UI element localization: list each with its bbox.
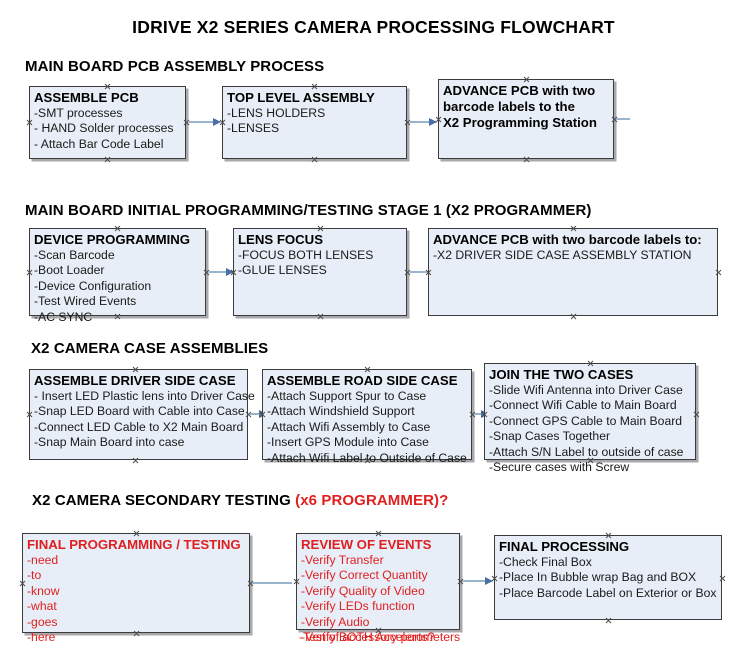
box-title: ADVANCE PCB with two barcode labels to: (433, 232, 702, 247)
page-title: IDRIVE X2 SERIES CAMERA PROCESSING FLOWC… (132, 17, 615, 37)
box-title: LENS FOCUS (238, 232, 323, 247)
box-line: -Boot Loader (34, 263, 105, 278)
section-heading-main-board-initial-programming: MAIN BOARD INITIAL PROGRAMMING/TESTING S… (25, 202, 592, 219)
box-line: -X2 DRIVER SIDE CASE ASSEMBLY STATION (433, 248, 692, 262)
process-box-assemble-road-side-case[interactable]: ASSEMBLE ROAD SIDE CASE -Attach Support … (262, 369, 472, 465)
box-line: -Place In Bubble wrap Bag and BOX (499, 570, 697, 585)
section-heading-text: X2 CAMERA CASE ASSEMBLIES (31, 340, 269, 357)
box-line: -Verify Correct Quantity (301, 568, 428, 583)
process-box-top-level-assembly[interactable]: TOP LEVEL ASSEMBLY -LENS HOLDERS -LENSES (222, 86, 407, 159)
box-title: ADVANCE PCB with two (443, 83, 596, 98)
process-box-assemble-driver-side-case[interactable]: ASSEMBLE DRIVER SIDE CASE - Insert LED P… (29, 369, 255, 460)
arrow-assemble-pcb-to-top-level-assembly (189, 117, 221, 126)
process-box-lens-focus[interactable]: LENS FOCUS -FOCUS BOTH LENSES -GLUE LENS… (233, 228, 407, 316)
box-line: -Attach Support Spur to Case (267, 389, 427, 403)
box-line: -AC SYNC (34, 309, 93, 324)
box-line: -Attach S/N Label to outside of case (489, 444, 684, 459)
process-box-device-programming[interactable]: DEVICE PROGRAMMING -Scan Barcode -Boot L… (29, 228, 206, 324)
box-line: -Snap LED Board with Cable into Case (34, 404, 245, 419)
box-line: -Place Barcode Label on Exterior or Box (499, 585, 717, 600)
box-line: -Device Configuration (34, 278, 152, 293)
box-line: -Attach Wifi Assembly to Case (267, 419, 431, 434)
section-heading-x2-camera-case-assemblies: X2 CAMERA CASE ASSEMBLIES (31, 340, 268, 357)
box-line: -Connect GPS Cable to Main Board (489, 413, 683, 428)
box-line: - HAND Solder processes (34, 121, 174, 136)
box-line: -Connect LED Cable to X2 Main Board (34, 419, 244, 434)
box-line: -goes (27, 614, 58, 629)
box-line: -LENS HOLDERS (227, 106, 326, 120)
box-line: -what (27, 599, 57, 614)
box-line: -Scan Barcode (34, 248, 115, 262)
section-heading-main-board-pcb-assembly: MAIN BOARD PCB ASSEMBLY PROCESS (25, 58, 324, 75)
box-title: ASSEMBLE ROAD SIDE CASE (267, 373, 458, 388)
process-box-advance-pcb-programming-station[interactable]: ADVANCE PCB with two barcode labels to t… (438, 79, 614, 159)
process-box-final-processing[interactable]: FINAL PROCESSING -Check Final Box -Place… (494, 535, 722, 620)
section-heading-text: MAIN BOARD INITIAL PROGRAMMING/TESTING S… (25, 202, 592, 219)
box-line: -Verify Transfer (301, 553, 384, 567)
box-line: -FOCUS BOTH LENSES (238, 248, 374, 262)
section-heading-x2-camera-secondary-testing: X2 CAMERA SECONDARY TESTING (x6 PROGRAMM… (32, 492, 448, 509)
box-title: JOIN THE TWO CASES (489, 367, 634, 382)
section-heading-text: MAIN BOARD PCB ASSEMBLY PROCESS (25, 58, 325, 75)
box-line: X2 Programming Station (443, 115, 597, 130)
box-title: TOP LEVEL ASSEMBLY (227, 90, 375, 105)
box-line: -here (27, 630, 56, 645)
box-line: -Secure cases with Screw (489, 460, 630, 475)
box-line: -LENSES (227, 121, 280, 136)
section-heading-accent: (x6 PROGRAMMER)? (295, 492, 449, 509)
process-box-final-programming-testing[interactable]: FINAL PROGRAMMING / TESTING -need -to -k… (22, 533, 250, 644)
box-title: ASSEMBLE DRIVER SIDE CASE (34, 373, 236, 388)
box-line: -Check Final Box (499, 555, 592, 569)
process-box-advance-pcb-driver-side-case[interactable]: ADVANCE PCB with two barcode labels to: … (428, 228, 718, 316)
box-line: - Insert LED Plastic lens into Driver Ca… (34, 389, 255, 403)
box-line: -Snap Main Board into case (34, 435, 185, 450)
box-line: -GLUE LENSES (238, 263, 327, 278)
connector-stub (252, 582, 292, 584)
box-line: - Attach Bar Code Label (34, 136, 164, 151)
box-line: -Test Wired Events (34, 294, 137, 309)
box-line: -need (27, 553, 59, 567)
box-line: -Verify Quality of Video (301, 583, 425, 598)
section-heading-text: X2 CAMERA SECONDARY TESTING (32, 492, 296, 509)
box-title: ASSEMBLE PCB (34, 90, 139, 105)
box-line: -SMT processes (34, 106, 123, 120)
connector-stub (616, 118, 630, 120)
box-title: FINAL PROGRAMMING / TESTING (27, 537, 241, 552)
box-title: REVIEW OF EVENTS (301, 537, 432, 552)
box-line: -Connect Wifi Cable to Main Board (489, 398, 677, 413)
box-line: -Slide Wifi Antenna into Driver Case (489, 383, 683, 397)
box-title: DEVICE PROGRAMMING (34, 232, 191, 247)
box-line: -know (27, 583, 60, 598)
box-line: -Insert GPS Module into Case (267, 435, 429, 450)
box-line: -Attach Windshield Support (267, 404, 415, 419)
box-line: -to (27, 568, 42, 583)
box-overflow-line: -Test of accessory ports? (299, 630, 435, 644)
process-box-join-the-two-cases[interactable]: JOIN THE TWO CASES -Slide Wifi Antenna i… (484, 363, 696, 474)
box-line: -Attach Wifi Label to Outside of Case (267, 450, 467, 465)
process-box-review-of-events[interactable]: REVIEW OF EVENTS -Verify Transfer -Verif… (296, 533, 460, 644)
box-line: -Verify LEDs function (301, 599, 415, 614)
box-line: -Verify BOTH Accelerometers (301, 630, 461, 645)
arrow-review-of-events-to-final-processing (462, 576, 493, 585)
arrow-device-programming-to-lens-focus (209, 267, 234, 276)
arrow-top-level-assembly-to-advance-pcb (410, 117, 437, 126)
process-box-assemble-pcb[interactable]: ASSEMBLE PCB -SMT processes - HAND Solde… (29, 86, 186, 159)
box-title: FINAL PROCESSING (499, 539, 630, 554)
box-line: barcode labels to the (443, 99, 575, 114)
box-line: -Snap Cases Together (489, 429, 611, 444)
box-line: -Verify Audio (301, 614, 370, 629)
